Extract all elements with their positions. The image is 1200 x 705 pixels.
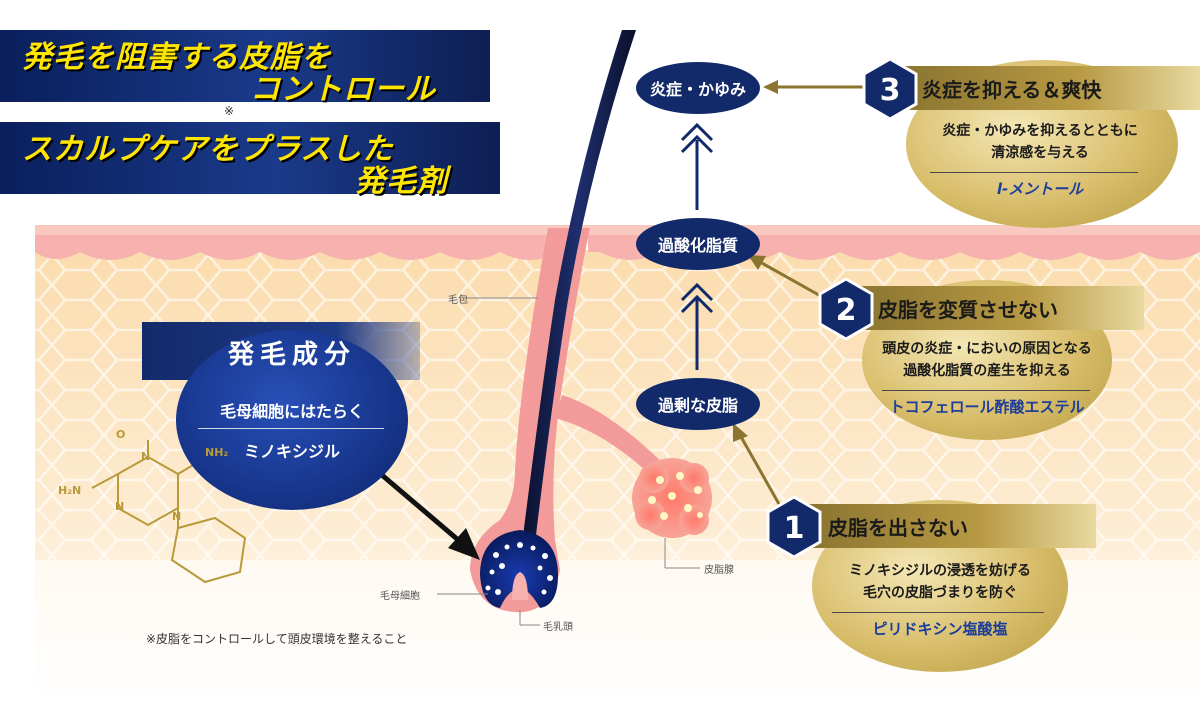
step3-desc-1: 炎症・かゆみを抑えるとともに bbox=[942, 123, 1138, 139]
headline-footnote-mark: ※ bbox=[224, 104, 235, 118]
step2-title: 皮脂を変質させない bbox=[856, 286, 1144, 330]
label-follicle: 毛包 bbox=[448, 295, 468, 306]
molecule-n-top-label: N bbox=[141, 450, 151, 463]
step2-desc-2: 過酸化脂質の産生を抑える bbox=[903, 363, 1071, 379]
label-papilla: 毛乳頭 bbox=[543, 622, 573, 633]
molecule-n-ring-label: N bbox=[172, 510, 182, 523]
active-ingredient-name: ミノキシジル bbox=[243, 442, 340, 461]
step2-desc-1: 頭皮の炎症・においの原因となる bbox=[882, 341, 1092, 357]
step1-desc-2: 毛穴の皮脂づまりを防ぐ bbox=[863, 585, 1017, 601]
step2-ingredient: トコフェロール酢酸エステル bbox=[889, 398, 1085, 416]
label-matrix-cell: 毛母細胞 bbox=[380, 591, 420, 602]
step2-number-badge: 2 bbox=[818, 278, 874, 340]
headline-line4: 発毛剤 bbox=[355, 164, 448, 199]
step2-number: 2 bbox=[836, 293, 857, 328]
step3-divider bbox=[930, 172, 1138, 173]
chain-peroxide: 過酸化脂質 bbox=[636, 218, 760, 270]
step3-title: 炎症を抑える＆爽快 bbox=[900, 66, 1200, 110]
headline-line2: コントロール bbox=[250, 72, 436, 107]
chain-inflammation: 炎症・かゆみ bbox=[636, 62, 760, 114]
chain-excess-sebum: 過剰な皮脂 bbox=[636, 378, 760, 430]
active-subtitle: 毛母細胞にはたらく bbox=[220, 402, 364, 421]
headline-line3: スカルプケアをプラスした bbox=[22, 132, 394, 167]
step1-desc-1: ミノキシジルの浸透を妨げる bbox=[849, 563, 1031, 579]
headline-banner-top: 発毛を阻害する皮脂を コントロール bbox=[0, 30, 490, 107]
headline-line1: 発毛を阻害する皮脂を bbox=[22, 40, 332, 75]
molecule-o-label: O bbox=[116, 428, 126, 441]
step3-desc-2: 清涼感を与える bbox=[991, 145, 1089, 161]
step3-number-badge: 3 bbox=[862, 58, 918, 120]
step1-divider bbox=[832, 612, 1044, 613]
active-circle bbox=[176, 330, 408, 510]
step1-ingredient: ピリドキシン塩酸塩 bbox=[872, 620, 1008, 638]
active-title: 発毛成分 bbox=[227, 340, 356, 370]
step3-number: 3 bbox=[880, 73, 901, 108]
molecule-nh2-right-label: NH₂ bbox=[205, 446, 229, 459]
molecule-nh2-left-label: H₂N bbox=[58, 484, 82, 497]
active-divider bbox=[198, 428, 384, 429]
molecule-n-left-label: N bbox=[115, 500, 125, 513]
headline-banner-bottom: スカルプケアをプラスした 発毛剤 bbox=[0, 122, 500, 199]
step2-divider bbox=[882, 390, 1090, 391]
step1-number-badge: 1 bbox=[766, 496, 822, 558]
step1-title: 皮脂を出さない bbox=[806, 504, 1096, 548]
footnote: ※皮脂をコントロールして頭皮環境を整えること bbox=[146, 632, 408, 646]
label-sebaceous-gland: 皮脂腺 bbox=[704, 565, 734, 576]
step3-ingredient: l-メントール bbox=[996, 180, 1084, 198]
step1-number: 1 bbox=[784, 511, 805, 546]
